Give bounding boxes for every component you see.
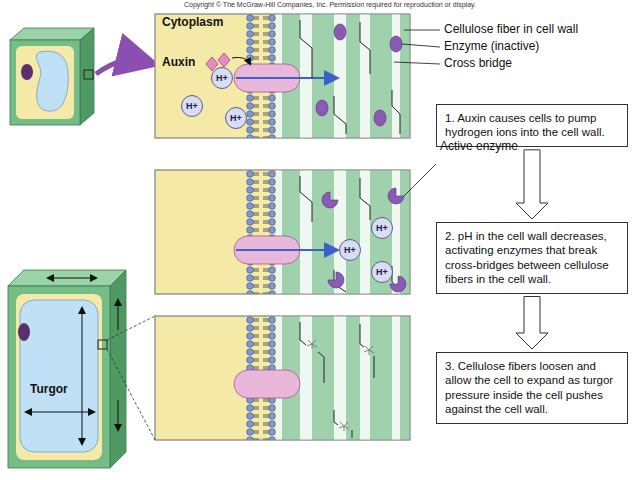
ion-symbol: H+ — [376, 223, 388, 233]
copyright-note: Copyright © The McGraw-Hill Companies, I… — [150, 1, 510, 9]
part-label: Active enzyme — [440, 140, 520, 154]
hydrogen-ion: H+ — [211, 67, 233, 89]
flow-arrow — [516, 297, 548, 350]
part-label: Enzyme (inactive) — [444, 40, 539, 54]
step-text: 3. Cellulose fibers loosen and allow the… — [445, 359, 619, 417]
step-text: 2. pH in the cell wall decreases, activa… — [445, 229, 619, 287]
ion-symbol: H+ — [216, 73, 228, 83]
hydrogen-ion: H+ — [181, 95, 203, 117]
part-label: Auxin — [162, 56, 195, 70]
step-box: 2. pH in the cell wall decreases, activa… — [436, 222, 628, 294]
part-label: Cross bridge — [444, 57, 512, 71]
ion-symbol: H+ — [230, 113, 242, 123]
ion-symbol: H+ — [376, 267, 388, 277]
part-label: Cellulose fiber in cell wall — [444, 23, 578, 37]
flow-arrow — [516, 150, 548, 219]
ion-symbol: H+ — [186, 101, 198, 111]
part-label: Turgor — [28, 383, 70, 397]
hydrogen-ion: H+ — [339, 239, 361, 261]
step-box: 3. Cellulose fibers loosen and allow the… — [436, 352, 628, 424]
hydrogen-ion: H+ — [371, 261, 393, 283]
step-text: 1. Auxin causes cells to pump hydrogen i… — [445, 111, 619, 140]
hydrogen-ion: H+ — [371, 217, 393, 239]
ion-symbol: H+ — [344, 245, 356, 255]
hydrogen-ion: H+ — [225, 107, 247, 129]
part-label: Cytoplasm — [162, 16, 223, 30]
